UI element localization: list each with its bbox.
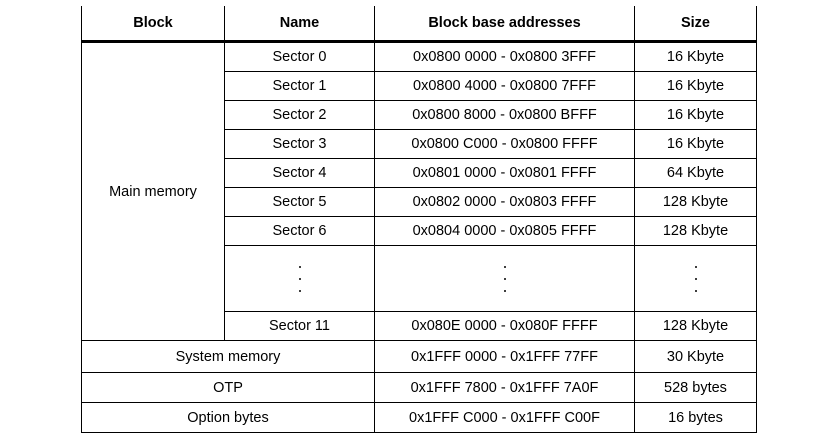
ellipsis-size (634, 245, 757, 312)
main-memory-cell: Main memory (81, 41, 225, 341)
sector-address: 0x0800 4000 - 0x0800 7FFF (374, 71, 635, 101)
option-bytes-label: Option bytes (81, 402, 375, 433)
sector-size: 128 Kbyte (634, 311, 757, 341)
option-bytes-address: 0x1FFF C000 - 0x1FFF C00F (374, 402, 635, 433)
header-size: Size (634, 6, 757, 43)
header-block: Block (81, 6, 225, 43)
otp-label: OTP (81, 372, 375, 403)
table-row: Option bytes 0x1FFF C000 - 0x1FFF C00F 1… (81, 402, 757, 433)
sector-address: 0x0800 C000 - 0x0800 FFFF (374, 129, 635, 159)
otp-address: 0x1FFF 7800 - 0x1FFF 7A0F (374, 372, 635, 403)
sector-address: 0x0800 0000 - 0x0800 3FFF (374, 41, 635, 72)
sector-address: 0x0800 8000 - 0x0800 BFFF (374, 100, 635, 130)
table-row: Sector 3 0x0800 C000 - 0x0800 FFFF 16 Kb… (82, 129, 757, 159)
table-row: System memory 0x1FFF 0000 - 0x1FFF 77FF … (81, 340, 757, 373)
header-row: Block Name Block base addresses Size (81, 6, 757, 43)
table-row: Sector 1 0x0800 4000 - 0x0800 7FFF 16 Kb… (82, 71, 757, 101)
sector-name: Sector 2 (224, 100, 375, 130)
sector-size: 128 Kbyte (634, 187, 757, 217)
sector-name: Sector 6 (224, 216, 375, 246)
table-row: Sector 2 0x0800 8000 - 0x0800 BFFF 16 Kb… (82, 100, 757, 130)
system-memory-address: 0x1FFF 0000 - 0x1FFF 77FF (374, 340, 635, 373)
option-bytes-size: 16 bytes (634, 402, 757, 433)
sector-name: Sector 3 (224, 129, 375, 159)
table-row: Sector 5 0x0802 0000 - 0x0803 FFFF 128 K… (82, 187, 757, 217)
ellipsis-name (224, 245, 375, 312)
table-row: OTP 0x1FFF 7800 - 0x1FFF 7A0F 528 bytes (81, 372, 757, 403)
table-row: Sector 11 0x080E 0000 - 0x080F FFFF 128 … (82, 311, 757, 341)
table-row: Main memory Sector 0 0x0800 0000 - 0x080… (81, 41, 757, 341)
header-name: Name (224, 6, 375, 43)
sector-name: Sector 4 (224, 158, 375, 188)
table-row: Sector 6 0x0804 0000 - 0x0805 FFFF 128 K… (82, 216, 757, 246)
system-memory-size: 30 Kbyte (634, 340, 757, 373)
ellipsis-address (374, 245, 635, 312)
sector-name: Sector 11 (224, 311, 375, 341)
sector-address: 0x0801 0000 - 0x0801 FFFF (374, 158, 635, 188)
sector-size: 16 Kbyte (634, 71, 757, 101)
table-row: Sector 4 0x0801 0000 - 0x0801 FFFF 64 Kb… (82, 158, 757, 188)
sector-name: Sector 5 (224, 187, 375, 217)
sector-name: Sector 1 (224, 71, 375, 101)
system-memory-label: System memory (81, 340, 375, 373)
sector-size: 64 Kbyte (634, 158, 757, 188)
flash-memory-organization-table: Block Name Block base addresses Size Mai… (81, 6, 757, 433)
header-addresses: Block base addresses (374, 6, 635, 43)
sector-address: 0x0804 0000 - 0x0805 FFFF (374, 216, 635, 246)
sector-address: 0x0802 0000 - 0x0803 FFFF (374, 187, 635, 217)
sector-name: Sector 0 (224, 41, 375, 72)
sector-address: 0x080E 0000 - 0x080F FFFF (374, 311, 635, 341)
otp-size: 528 bytes (634, 372, 757, 403)
sector-size: 16 Kbyte (634, 129, 757, 159)
sector-size: 16 Kbyte (634, 41, 757, 72)
sector-size: 16 Kbyte (634, 100, 757, 130)
sector-size: 128 Kbyte (634, 216, 757, 246)
